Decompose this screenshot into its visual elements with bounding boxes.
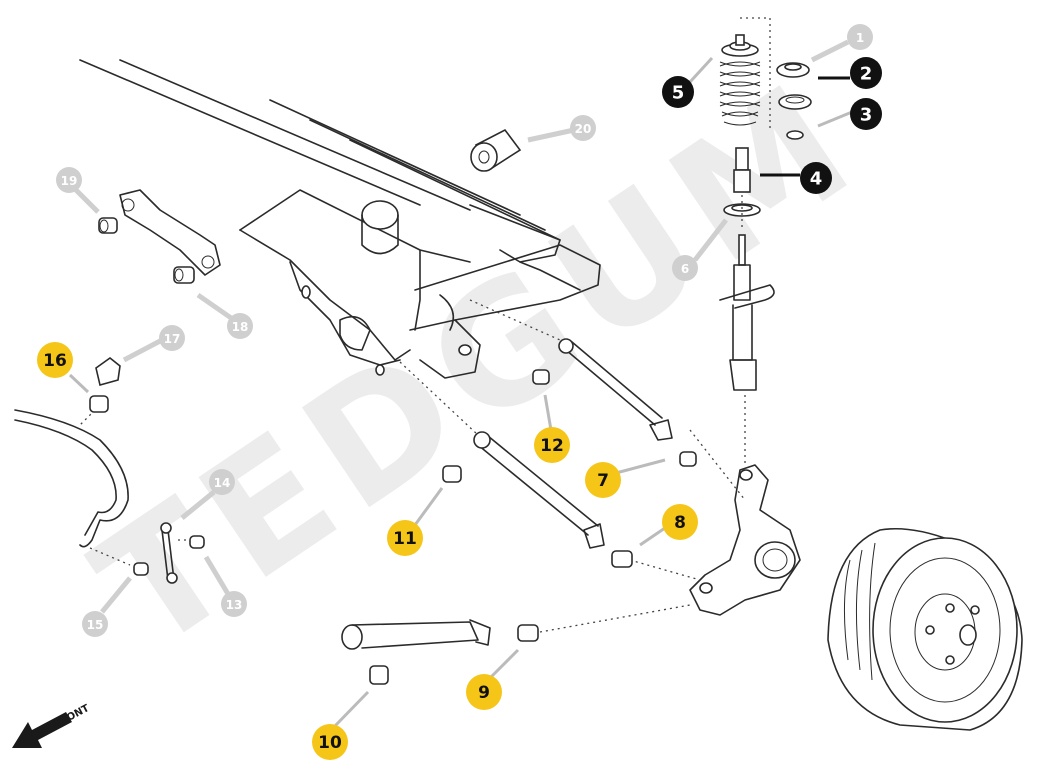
callout-17: 17: [159, 325, 185, 351]
callout-number-19: 19: [61, 174, 78, 188]
callout-number-6: 6: [681, 262, 689, 276]
callout-badge-13: [221, 591, 247, 617]
bushing-19: [98, 217, 118, 234]
bushing-10: [369, 665, 389, 685]
lateral-link-front: [399, 361, 605, 549]
bushing-15: [133, 562, 149, 576]
bushing-8: [611, 550, 633, 568]
watermark-text: TEDGUM: [64, 43, 891, 687]
callout-13: 13: [221, 591, 247, 617]
front-label: FRONT: [52, 703, 91, 731]
callout-badge-7: [585, 462, 621, 498]
callout-number-12: 12: [540, 436, 564, 456]
callout-6: 6: [672, 255, 698, 281]
bushing-17: [95, 356, 121, 386]
callout-number-7: 7: [597, 471, 609, 491]
callout-3: 3: [850, 98, 882, 130]
callout-8: 8: [662, 504, 698, 540]
callout-badge-17: [159, 325, 185, 351]
callout-1: 1: [847, 24, 873, 50]
wheel-tire: [827, 527, 1023, 731]
callout-badge-16: [37, 342, 73, 378]
callout-badge-3: [850, 98, 882, 130]
callout-2: 2: [850, 57, 882, 89]
callout-number-10: 10: [318, 733, 342, 753]
callout-number-14: 14: [214, 476, 231, 490]
strut-assembly: [719, 17, 812, 465]
subframe: [79, 59, 601, 379]
coil-spring: [719, 61, 761, 126]
callout-number-9: 9: [478, 683, 490, 703]
bushing-13: [189, 535, 205, 549]
bushing-18: [173, 266, 195, 284]
knuckle: [689, 464, 801, 616]
callout-20: 20: [570, 115, 596, 141]
front-arrow-icon: [12, 712, 72, 748]
bushing-12: [532, 369, 550, 385]
callout-badge-10: [312, 724, 348, 760]
callout-12: 12: [534, 427, 570, 463]
callout-15: 15: [82, 611, 108, 637]
bushing-7: [679, 451, 697, 467]
callout-badge-20: [570, 115, 596, 141]
stabilizer-bar: [14, 409, 190, 584]
callout-number-4: 4: [810, 169, 823, 190]
callout-number-17: 17: [164, 332, 181, 346]
callout-badge-4: [800, 162, 832, 194]
callout-leaders: [68, 39, 853, 730]
callout-number-13: 13: [226, 598, 243, 612]
callout-number-3: 3: [860, 105, 873, 126]
front-direction-indicator: FRONT: [12, 703, 91, 748]
callout-number-1: 1: [856, 31, 864, 45]
callout-number-8: 8: [674, 513, 686, 533]
callout-badge-9: [466, 674, 502, 710]
callout-9: 9: [466, 674, 502, 710]
callout-number-20: 20: [575, 122, 592, 136]
bushing-11: [442, 465, 462, 483]
callout-badge-2: [850, 57, 882, 89]
callout-badge-8: [662, 504, 698, 540]
callout-badge-5: [662, 76, 694, 108]
trailing-link: [341, 619, 491, 650]
callout-18: 18: [227, 313, 253, 339]
callout-badge-19: [56, 167, 82, 193]
callout-4: 4: [800, 162, 832, 194]
callout-number-18: 18: [232, 320, 249, 334]
callout-16: 16: [37, 342, 73, 378]
callout-number-11: 11: [393, 529, 417, 549]
bushing-16: [89, 395, 109, 413]
callout-10: 10: [312, 724, 348, 760]
callout-19: 19: [56, 167, 82, 193]
callout-badge-11: [387, 520, 423, 556]
callout-number-15: 15: [87, 618, 104, 632]
callout-7: 7: [585, 462, 621, 498]
callout-badge-12: [534, 427, 570, 463]
callout-badge-15: [82, 611, 108, 637]
callout-5: 5: [662, 76, 694, 108]
callout-badge-18: [227, 313, 253, 339]
callout-number-2: 2: [860, 64, 873, 85]
callout-badge-1: [847, 24, 873, 50]
callout-11: 11: [387, 520, 423, 556]
bushing-20: [470, 128, 522, 172]
callout-number-16: 16: [43, 351, 67, 371]
bushing-9: [517, 624, 539, 642]
callout-number-5: 5: [672, 83, 685, 104]
callout-badge-14: [209, 469, 235, 495]
upper-mount-bracket: [119, 189, 221, 276]
callout-14: 14: [209, 469, 235, 495]
callout-badge-6: [672, 255, 698, 281]
lateral-link-rear: [469, 299, 673, 441]
bushings: [89, 128, 697, 685]
